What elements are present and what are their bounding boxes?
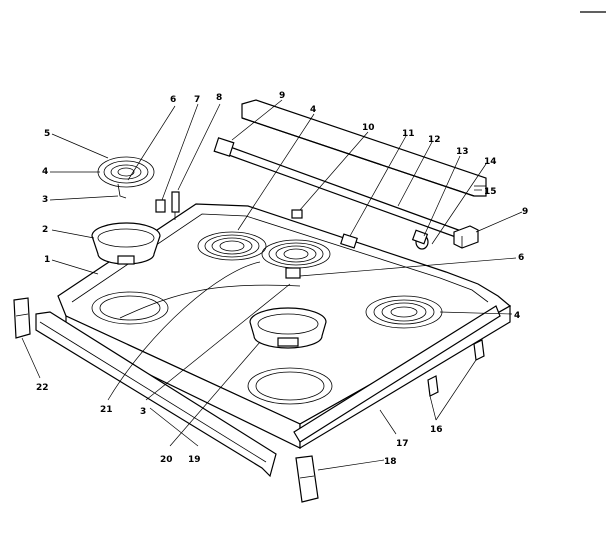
callout-9-top: 9: [279, 91, 285, 101]
callout-6-right: 6: [518, 253, 524, 263]
surface-element-loose: [97, 156, 155, 199]
burner-holes: [91, 291, 333, 405]
callout-15: 15: [484, 187, 497, 197]
callout-1: 1: [44, 255, 50, 265]
callout-12: 12: [428, 135, 441, 145]
callout-19: 19: [188, 455, 201, 465]
front-trim-strip: [35, 311, 277, 478]
drip-pan-front: [249, 307, 327, 349]
back-panel: [241, 99, 487, 197]
callout-22: 22: [36, 383, 49, 393]
callout-18: 18: [384, 457, 397, 467]
callout-11: 11: [402, 129, 415, 139]
end-cap-left: [13, 297, 31, 339]
callout-labels: 5 4 3 2 1 6 7 8 9 4 10 11 12 13 14 15 9 …: [36, 91, 528, 467]
callout-10: 10: [362, 123, 375, 133]
callout-9-right: 9: [522, 207, 528, 217]
callout-16: 16: [430, 425, 443, 435]
receptacle-parts: [155, 191, 180, 220]
drip-pan-loose: [91, 222, 161, 265]
leader-lines: [21, 99, 523, 471]
part-10: [291, 209, 303, 219]
callout-4-top: 4: [310, 105, 316, 115]
side-trim-strip: [293, 305, 501, 443]
callout-7: 7: [194, 95, 200, 105]
callout-2: 2: [42, 225, 48, 235]
callout-4-left: 4: [42, 167, 48, 177]
callout-3-bottom: 3: [140, 407, 146, 417]
end-cap-right: [295, 455, 319, 503]
callout-3-top: 3: [42, 195, 48, 205]
clip-right: [453, 225, 479, 249]
surface-element-back-left: [197, 231, 267, 261]
callout-14: 14: [484, 157, 497, 167]
callout-13: 13: [456, 147, 469, 157]
clips-16: [427, 339, 485, 397]
callout-21: 21: [100, 405, 113, 415]
callout-6-top: 6: [170, 95, 176, 105]
callout-5: 5: [44, 129, 50, 139]
callout-17: 17: [396, 439, 409, 449]
callout-20: 20: [160, 455, 173, 465]
rail-bar: [213, 137, 465, 250]
callout-8: 8: [216, 93, 222, 103]
callout-4-right: 4: [514, 311, 520, 321]
surface-element-raised: [261, 239, 331, 279]
part-11-block: [340, 233, 358, 249]
